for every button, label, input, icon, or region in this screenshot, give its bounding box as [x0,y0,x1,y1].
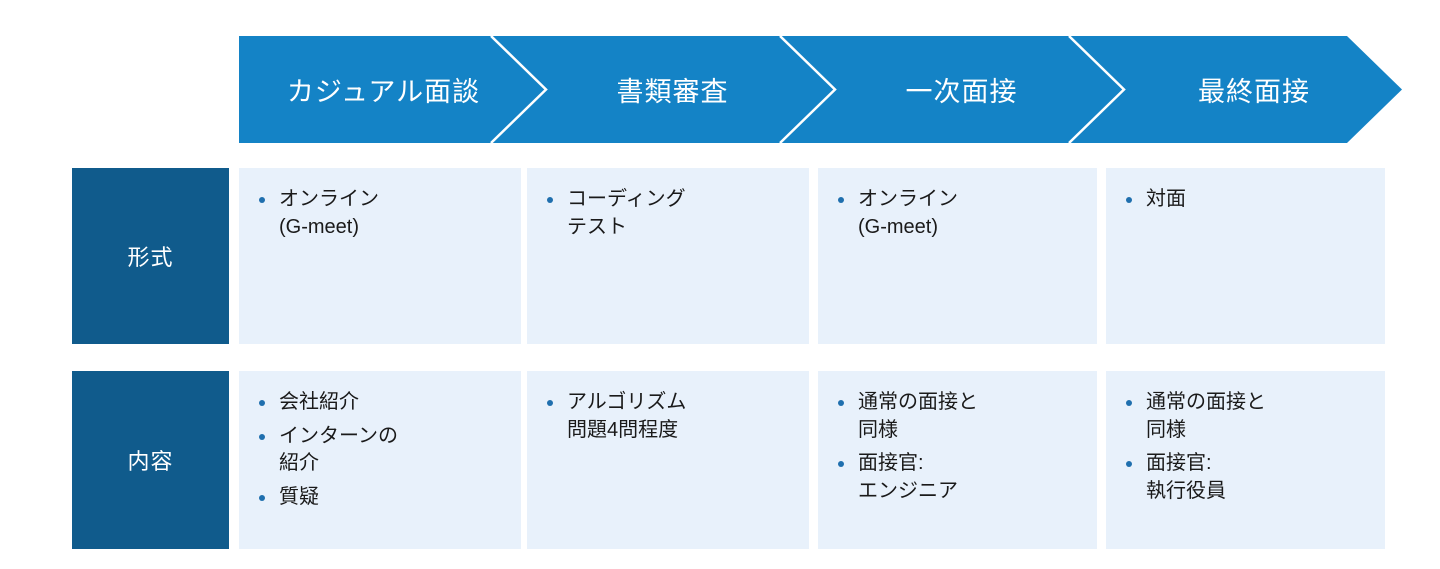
row-label-content: 内容 [72,371,229,549]
bullet-item: 通常の面接と 同様 [1120,389,1371,444]
bullet-item: 会社紹介 [253,389,507,417]
process-chevron-banner: カジュアル面談 書類審査 一次面接 最終面接 [239,36,1402,143]
bullet-item: 対面 [1120,186,1371,214]
bullet-list: コーディング テスト [541,186,795,241]
bullet-item: コーディング テスト [541,186,795,241]
bullet-item: 通常の面接と 同様 [832,389,1083,444]
bullet-list: 会社紹介インターンの 紹介質疑 [253,389,507,511]
chevron-divider-2 [779,36,837,143]
bullet-item: オンライン (G-meet) [253,186,507,241]
chevron-divider-3 [1068,36,1126,143]
bullet-item: アルゴリズム 問題4問程度 [541,389,795,444]
cell-content-final-interview: 通常の面接と 同様面接官: 執行役員 [1103,371,1385,549]
bullet-item: インターンの 紹介 [253,423,507,478]
row-label-format: 形式 [72,168,229,344]
bullet-list: 通常の面接と 同様面接官: エンジニア [832,389,1083,505]
bullet-item: 質疑 [253,484,507,512]
bullet-item: 面接官: 執行役員 [1120,450,1371,505]
bullet-list: オンライン (G-meet) [832,186,1083,241]
chevron-divider-1 [490,36,548,143]
bullet-list: 対面 [1120,186,1371,214]
cell-format-first-interview: オンライン (G-meet) [815,168,1097,344]
cell-content-casual-interview: 会社紹介インターンの 紹介質疑 [239,371,521,549]
chevron-shape-group [239,36,1402,143]
bullet-item: 面接官: エンジニア [832,450,1083,505]
cell-format-final-interview: 対面 [1103,168,1385,344]
cell-content-document-screening: アルゴリズム 問題4問程度 [527,371,809,549]
bullet-list: アルゴリズム 問題4問程度 [541,389,795,444]
bullet-list: 通常の面接と 同様面接官: 執行役員 [1120,389,1371,505]
cell-content-first-interview: 通常の面接と 同様面接官: エンジニア [815,371,1097,549]
cell-format-document-screening: コーディング テスト [527,168,809,344]
bullet-item: オンライン (G-meet) [832,186,1083,241]
bullet-list: オンライン (G-meet) [253,186,507,241]
chevron-band [239,36,1402,143]
cell-format-casual-interview: オンライン (G-meet) [239,168,521,344]
